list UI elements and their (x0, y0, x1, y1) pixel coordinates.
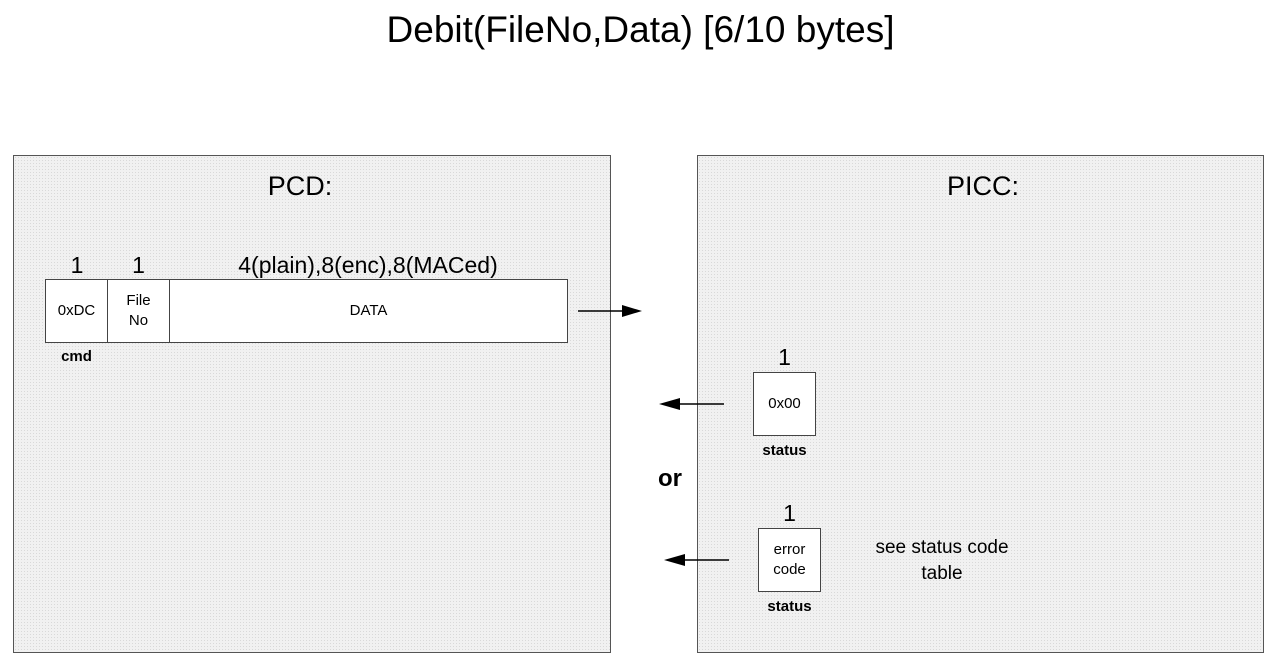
fileno-cell: File No (107, 279, 170, 343)
pcd-panel (13, 155, 611, 653)
status-error-caption: status (767, 598, 812, 615)
or-separator: or (658, 465, 682, 492)
status-code-note: see status code table (875, 537, 1009, 584)
status-ok-size: 1 (778, 344, 791, 370)
fileno-label: File No (126, 292, 151, 329)
pcd-title: PCD: (267, 171, 333, 201)
data-cell: DATA (169, 279, 568, 343)
fileno-size: 1 (132, 252, 145, 278)
cmd-value: 0xDC (57, 302, 96, 319)
status-error-value: error code (773, 541, 806, 578)
arrow-right-icon (578, 305, 642, 317)
status-error-cell: error code (758, 528, 821, 592)
cmd-caption: cmd (61, 348, 92, 365)
status-error-size: 1 (783, 500, 796, 526)
arrow-left-icon (659, 398, 724, 410)
data-label: DATA (349, 302, 388, 319)
status-ok-caption: status (762, 442, 807, 459)
picc-title: PICC: (946, 171, 1019, 201)
status-ok-cell: 0x00 (753, 372, 816, 436)
cmd-size: 1 (70, 252, 84, 278)
cmd-cell: 0xDC (45, 279, 108, 343)
arrow-left-icon (664, 554, 729, 566)
status-ok-value: 0x00 (768, 395, 801, 412)
data-size: 4(plain),8(enc),8(MACed) (238, 252, 498, 278)
diagram-title: Debit(FileNo,Data) [6/10 bytes] (386, 9, 895, 50)
